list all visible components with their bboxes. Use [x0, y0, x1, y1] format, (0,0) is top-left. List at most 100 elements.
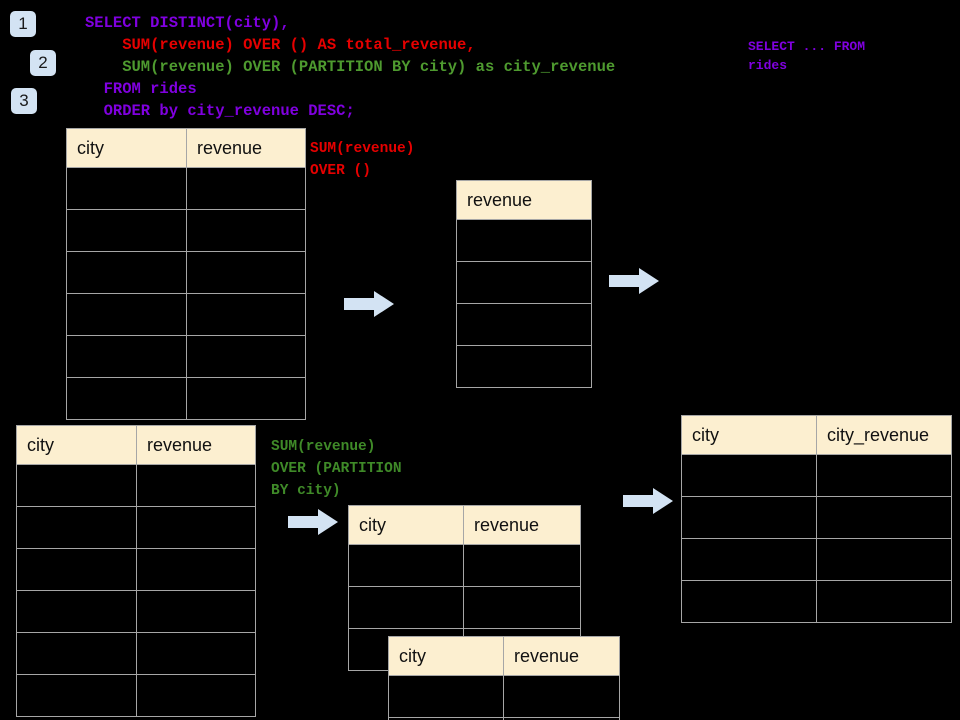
table-header-row: city revenue [66, 128, 306, 168]
table-row [16, 548, 256, 591]
table-cell-revenue [503, 717, 620, 720]
arrow-source-to-total [344, 290, 394, 318]
arrow-source-to-partition [288, 508, 338, 536]
sql-line-5: ORDER by city_revenue DESC; [85, 102, 355, 120]
table-row [66, 293, 306, 336]
table-cell-city-revenue [816, 454, 952, 497]
table-header-row: city revenue [388, 636, 620, 676]
table-row [16, 674, 256, 717]
table-row [66, 167, 306, 210]
table-cell-revenue [456, 303, 592, 346]
table-cell-city [388, 675, 504, 718]
table-cell-city [66, 251, 187, 294]
table-cell-city-revenue [816, 496, 952, 539]
table-cell-revenue [503, 675, 620, 718]
table-row [681, 454, 952, 497]
table-row [16, 590, 256, 633]
table-cell-city [66, 209, 187, 252]
table-row [16, 464, 256, 507]
column-header-city: city [16, 425, 137, 465]
annotation-city-revenue-line-3: BY city) [271, 483, 341, 499]
table-header-row: city city_revenue [681, 415, 952, 455]
table-cell-city [348, 544, 464, 587]
table-cell-city [681, 454, 817, 497]
column-header-city-revenue: city_revenue [816, 415, 952, 455]
table-row [456, 219, 592, 262]
side-note-line-1: SELECT ... FROM [748, 39, 866, 54]
column-header-revenue: revenue [463, 505, 581, 545]
column-header-city: city [66, 128, 187, 168]
table-cell-revenue [136, 590, 256, 633]
table-row [681, 496, 952, 539]
table-total-revenue-result: revenue [456, 180, 592, 388]
table-cell-city [66, 167, 187, 210]
table-final-result: city city_revenue [681, 415, 952, 623]
annotation-city-revenue-line-2: OVER (PARTITION [271, 461, 402, 477]
table-cell-revenue [186, 167, 306, 210]
table-cell-revenue [186, 377, 306, 420]
table-row [456, 261, 592, 304]
annotation-total-revenue-line-2: OVER () [310, 163, 371, 179]
column-header-city: city [388, 636, 504, 676]
table-cell-city [16, 632, 137, 675]
table-row [388, 717, 620, 720]
column-header-revenue: revenue [136, 425, 256, 465]
annotation-total-revenue-line-1: SUM(revenue) [310, 141, 415, 157]
table-row [348, 586, 581, 629]
table-header-row: city revenue [16, 425, 256, 465]
table-row [456, 345, 592, 388]
table-cell-city [16, 506, 137, 549]
step-badge-3: 3 [11, 88, 37, 114]
side-note-line-2: rides [748, 58, 788, 73]
table-header-row: revenue [456, 180, 592, 220]
table-cell-revenue [136, 506, 256, 549]
sql-line-1: SELECT DISTINCT(city), [85, 14, 290, 32]
column-header-revenue: revenue [186, 128, 306, 168]
column-header-city: city [348, 505, 464, 545]
table-row [681, 538, 952, 581]
table-row [681, 580, 952, 623]
table-row [16, 632, 256, 675]
table-header-row: city revenue [348, 505, 581, 545]
table-cell-city [16, 548, 137, 591]
table-cell-revenue [136, 674, 256, 717]
table-cell-revenue [456, 219, 592, 262]
table-cell-revenue [186, 251, 306, 294]
column-header-revenue: revenue [456, 180, 592, 220]
table-cell-city [681, 580, 817, 623]
table-cell-city [681, 496, 817, 539]
step-badge-1: 1 [10, 11, 36, 37]
table-cell-city [16, 674, 137, 717]
table-cell-revenue [456, 261, 592, 304]
table-cell-revenue [186, 335, 306, 378]
table-row [16, 506, 256, 549]
table-cell-city [66, 335, 187, 378]
table-cell-city [66, 293, 187, 336]
table-cell-city [681, 538, 817, 581]
table-rides-source-top: city revenue [66, 128, 306, 420]
table-row [66, 209, 306, 252]
table-cell-city [16, 590, 137, 633]
column-header-city: city [681, 415, 817, 455]
table-cell-revenue [186, 293, 306, 336]
table-row [348, 544, 581, 587]
table-cell-city-revenue [816, 580, 952, 623]
arrow-partition-to-final [623, 487, 673, 515]
table-cell-city [66, 377, 187, 420]
table-cell-revenue [463, 586, 581, 629]
sql-line-2: SUM(revenue) OVER () AS total_revenue, [85, 36, 476, 54]
sql-line-4: FROM rides [85, 80, 197, 98]
table-cell-revenue [456, 345, 592, 388]
step-badge-2: 2 [30, 50, 56, 76]
table-cell-revenue [186, 209, 306, 252]
table-cell-revenue [136, 464, 256, 507]
table-cell-revenue [136, 548, 256, 591]
table-cell-revenue [136, 632, 256, 675]
table-cell-city-revenue [816, 538, 952, 581]
table-row [66, 377, 306, 420]
table-cell-city [348, 586, 464, 629]
table-row [456, 303, 592, 346]
table-cell-city [16, 464, 137, 507]
table-row [66, 335, 306, 378]
